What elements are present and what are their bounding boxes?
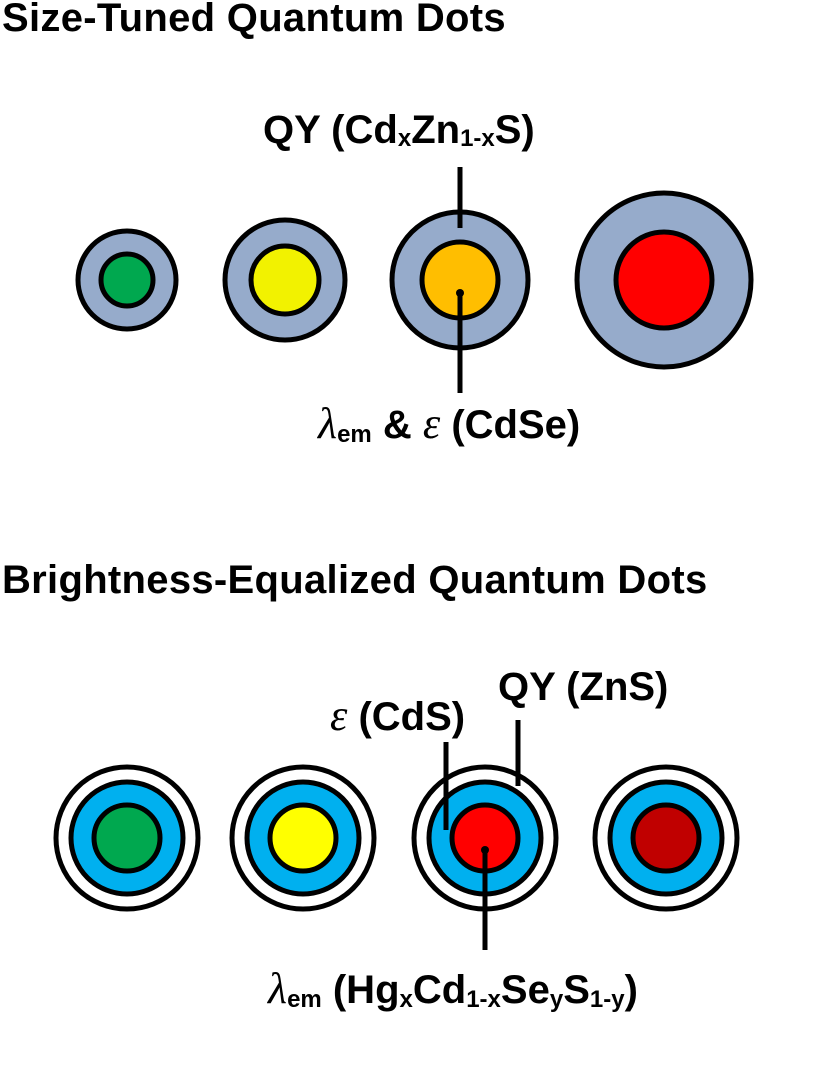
label-lambda-hgcdses: λem (HgxCd1-xSeyS1-y) [266,964,638,1013]
be-dot1-core [91,802,163,874]
dot4-core [613,229,715,331]
be-dot4 [592,764,740,912]
brightness-equalized-dots: ε (CdS) QY (ZnS) λem (HgxCd1-xSeyS1-y) [53,665,740,1013]
dot2-core [248,243,322,317]
label-eps-cds: ε (CdS) [330,691,465,740]
label-qy-cdznS: QY (CdxZn1-xS) [263,108,535,152]
lambda-hgcdses-pointer-dot [481,846,489,854]
be-dot2 [229,764,377,912]
dot1-core [98,251,156,309]
section-title-size-tuned: Size-Tuned Quantum Dots [2,0,506,40]
lambda-pointer-dot [456,289,464,297]
size-tuned-dots: QY (CdxZn1-xS) λem & ε (CdSe) [75,108,754,448]
be-dot2-core [267,802,339,874]
section-title-brightness-equalized: Brightness-Equalized Quantum Dots [2,558,708,602]
label-lambda-eps-cdse: λem & ε (CdSe) [316,399,580,448]
be-dot4-core [630,802,702,874]
label-qy-zns: QY (ZnS) [498,665,668,709]
be-dot1 [53,764,201,912]
